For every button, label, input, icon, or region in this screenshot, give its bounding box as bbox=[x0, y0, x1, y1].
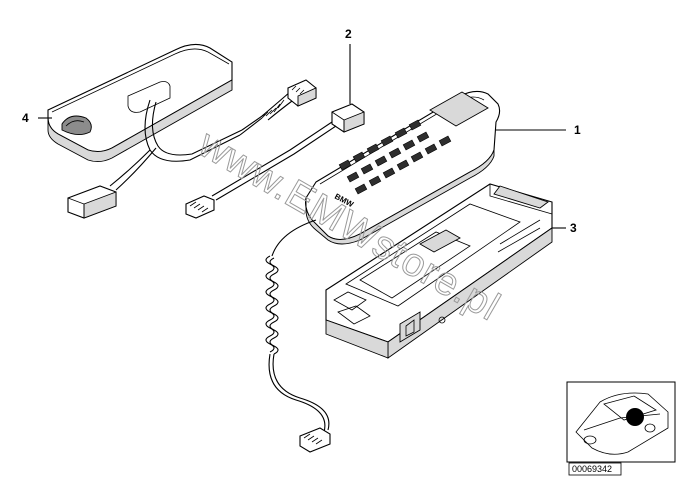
car-silhouette bbox=[575, 392, 669, 455]
part-1-handset: BMW bbox=[305, 90, 501, 245]
part-2-cable bbox=[185, 103, 365, 219]
callout-4: 4 bbox=[22, 111, 29, 125]
handset-coiled-cord bbox=[265, 219, 331, 453]
location-marker bbox=[626, 408, 644, 426]
part-4-cables bbox=[109, 91, 297, 191]
part-4-module bbox=[47, 43, 233, 163]
leader-lines bbox=[38, 44, 566, 229]
callout-2: 2 bbox=[345, 27, 352, 41]
inset-code: 00069342 bbox=[572, 464, 612, 474]
connector-top bbox=[287, 79, 317, 107]
part-3-cradle bbox=[325, 183, 553, 359]
car-location-inset: 00069342 bbox=[566, 381, 676, 476]
callout-3: 3 bbox=[570, 221, 577, 235]
handset-keypad bbox=[338, 119, 452, 195]
callout-1: 1 bbox=[574, 123, 581, 137]
plug-lower-left bbox=[67, 185, 117, 219]
